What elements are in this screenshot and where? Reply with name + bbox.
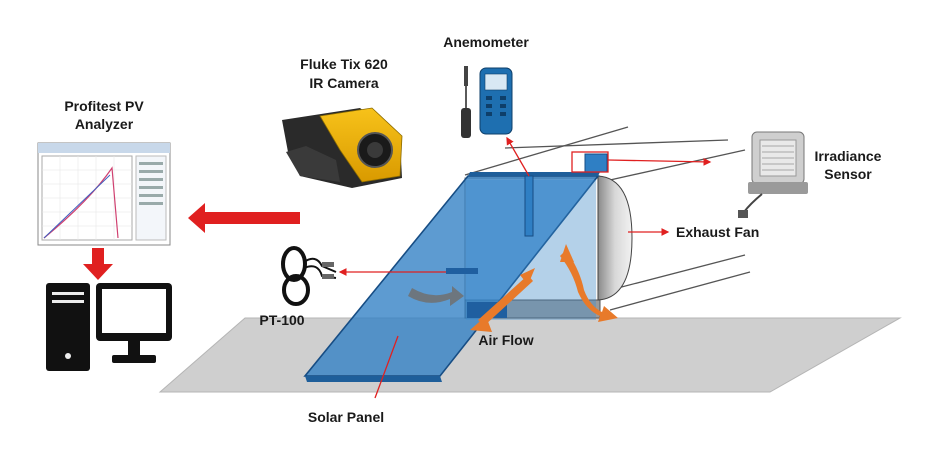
pt100-label: PT-100: [259, 312, 304, 328]
gray-flow-arrow: [408, 286, 464, 306]
irradiance-callout-box: [571, 151, 609, 173]
exhaust-fan-icon: [597, 175, 633, 301]
air-flow-arrows: [470, 244, 618, 332]
exhaust-fan-label: Exhaust Fan: [676, 224, 759, 240]
floor-plane: [158, 317, 902, 393]
anemometer-icon: [461, 66, 513, 138]
irradiance-mount: [584, 153, 608, 173]
data-transfer-arrow-down: [83, 248, 113, 280]
pv-analyzer-screen-icon: [37, 142, 171, 246]
anemometer-label: Anemometer: [443, 34, 529, 50]
ir-camera-label-line1: Fluke Tix 620: [300, 56, 388, 72]
duct-inner-face: [466, 180, 596, 320]
solar-panel-label: Solar Panel: [308, 409, 384, 425]
data-transfer-arrow-left: [188, 203, 300, 233]
air-flow-label: Air Flow: [478, 332, 533, 348]
pt100-sensor-icon: [281, 246, 337, 306]
pt100-mount: [446, 268, 478, 274]
computer-icon: [46, 283, 172, 371]
signal-lines: [338, 136, 712, 399]
irradiance-sensor-icon: [738, 131, 808, 218]
pv-analyzer-label-line1: Profitest PV: [64, 98, 144, 114]
pv-analyzer-label-line2: Analyzer: [75, 116, 134, 132]
irradiance-label-line2: Sensor: [824, 166, 872, 182]
irradiance-label-line1: Irradiance: [815, 148, 882, 164]
duct-lines: [464, 126, 751, 311]
ir-camera-icon: [282, 107, 403, 188]
ir-camera-label-line2: IR Camera: [309, 75, 378, 91]
anemometer-probe: [524, 175, 534, 237]
